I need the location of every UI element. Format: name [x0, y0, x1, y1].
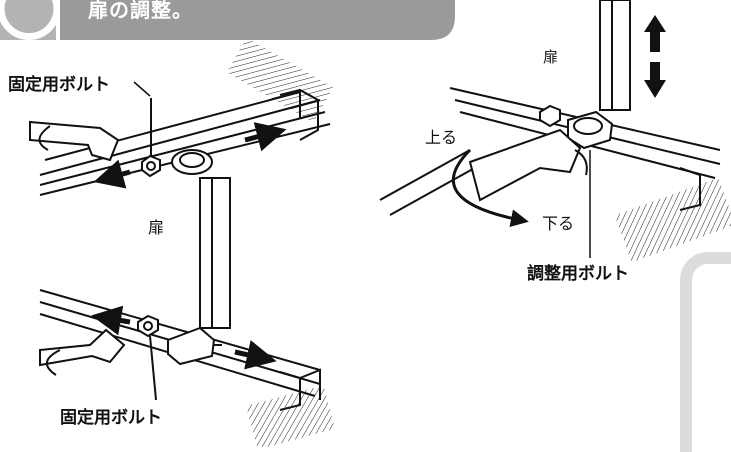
- bottom-adjuster: [167, 326, 222, 366]
- door-right-drawing: [599, 0, 631, 111]
- fixing-bolt-top-label: 固定用ボルト: [8, 75, 110, 95]
- step-header-tab: [0, 0, 455, 40]
- top-roller: [171, 149, 213, 175]
- wrench-top: [29, 120, 120, 162]
- arrow-left-bottom-icon: [91, 305, 131, 336]
- wrench-right: [468, 128, 588, 202]
- adjusting-bolt-label: 調整用ボルト: [527, 264, 629, 284]
- adjusting-bolt-icon: [539, 104, 614, 150]
- step-number-icon: [0, 0, 58, 40]
- side-panel: [680, 252, 731, 452]
- up-down-arrow-icon: [644, 15, 666, 98]
- fixing-bolt-bottom-label: 固定用ボルト: [60, 408, 162, 428]
- door-left-label: 扉: [148, 218, 165, 237]
- fixing-bolt-top-leader: [133, 81, 151, 97]
- down-label: 下る: [542, 214, 575, 233]
- header-title: 扉の調整。: [88, 0, 193, 22]
- arrow-left-icon: [93, 159, 131, 189]
- fixing-bolt-top-icon: [141, 98, 161, 178]
- arrow-right-icon: [244, 122, 287, 152]
- door-left-drawing: [199, 177, 231, 329]
- fixing-bolt-bottom-icon: [137, 314, 159, 401]
- up-label: 上る: [425, 128, 458, 147]
- wrench-bottom: [39, 328, 126, 376]
- arrow-right-bottom-icon: [234, 340, 277, 370]
- door-right-label: 扉: [543, 48, 559, 66]
- rotation-arrow-icon: [451, 148, 529, 228]
- upper-rail-drawing: [39, 37, 334, 196]
